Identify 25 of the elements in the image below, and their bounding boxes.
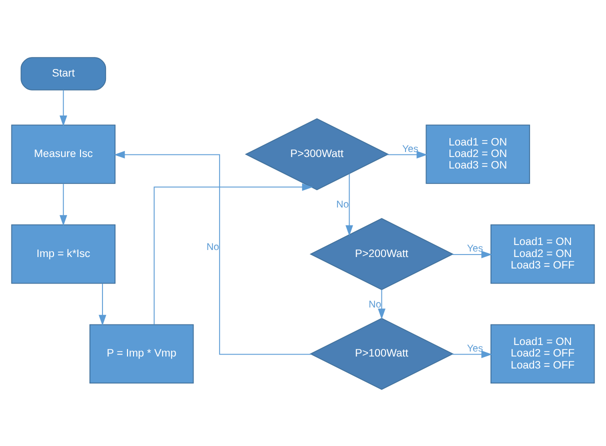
- node-box: Start: [20, 56, 106, 90]
- arrow: [452, 250, 492, 258]
- node-box: Load1 = ON Load2 = OFF Load3 = OFF: [490, 324, 595, 384]
- arrow: [114, 150, 312, 354]
- node-diamond: P>200Watt: [310, 218, 454, 290]
- node-box: Load1 = ON Load2 = ON Load3 = OFF: [490, 224, 595, 284]
- edge-label: No: [206, 242, 220, 252]
- arrow: [452, 350, 492, 358]
- edge-label: Yes: [402, 143, 418, 154]
- edge-label: Yes: [466, 243, 484, 254]
- arrow: [60, 89, 68, 126]
- node-diamond: P>100Watt: [310, 317, 454, 390]
- edge-label: No: [336, 199, 349, 210]
- arrow: [378, 288, 386, 319]
- arrow: [98, 282, 106, 326]
- edge-label: No: [368, 298, 382, 310]
- arrow: [386, 150, 428, 158]
- node-box: Load1 = ON Load2 = ON Load3 = ON: [426, 124, 530, 184]
- edge-label: Yes: [466, 342, 484, 354]
- node-box: Imp = k*Isc: [11, 224, 116, 284]
- arrow: [154, 182, 313, 324]
- node-box: Measure Isc: [11, 124, 116, 184]
- arrow: [346, 172, 354, 236]
- node-box: P = Imp * Vmp: [89, 324, 194, 384]
- arrow: [60, 182, 68, 226]
